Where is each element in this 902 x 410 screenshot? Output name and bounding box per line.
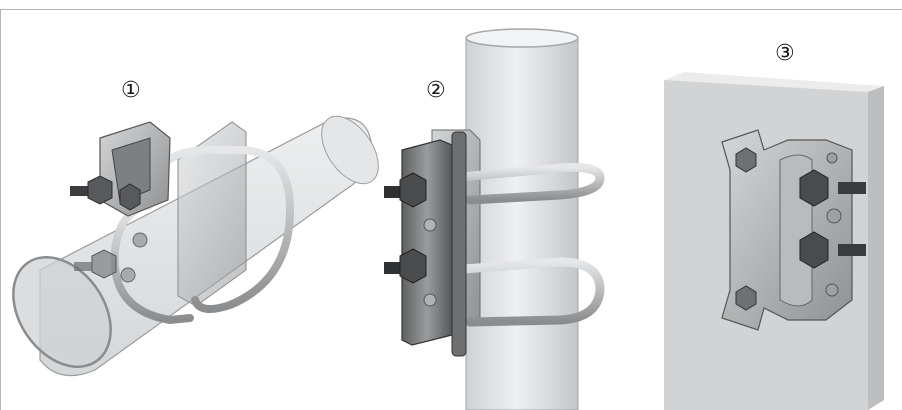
pipe-far-end [321,115,379,185]
nut-6 [799,169,829,207]
plate-hole-1 [423,218,437,232]
bolt-thread-6 [838,244,866,256]
nut-3 [91,249,117,279]
u-bolt-upper-2 [445,163,605,205]
u-bolt-lower-2 [445,257,605,327]
clamp-side-flange [451,131,467,357]
pipe-near-end [12,256,112,368]
wall-bolt-top-left [735,147,757,173]
panel-3-label: ③ [775,41,795,66]
panel-2-label: ② [426,78,446,103]
nut-5 [399,248,427,284]
nut-1 [87,175,113,205]
panel-2-vertical-pipe-mount [384,28,605,410]
wall-bolt-bottom-left [735,285,757,311]
bolt-thread-2 [74,262,92,271]
clamp-front-face [111,137,151,203]
vertical-pipe-top [465,28,579,48]
hole-2 [120,267,136,283]
clamp-plate-2 [401,139,453,346]
panel-3-wall-mount [664,72,884,410]
plate-hole-2 [423,293,437,307]
wall-right-edge [868,86,884,410]
wall-plate-hole-1 [826,152,838,164]
nut-7 [799,231,829,269]
u-bolt-upper [146,146,295,313]
bolt-thread-5 [838,182,866,194]
nut-2 [119,183,141,211]
wall-plate-hole-3 [825,283,839,297]
bolt-thread-1 [70,186,92,196]
nut-4 [399,172,427,208]
wall-plate-hole-2 [826,208,842,224]
panel-1-horizontal-pipe-mount [12,115,379,377]
panel-1-label: ① [121,78,141,103]
vertical-pipe [465,37,579,410]
bracket-back-plate [177,121,247,307]
hole-1 [132,232,148,248]
